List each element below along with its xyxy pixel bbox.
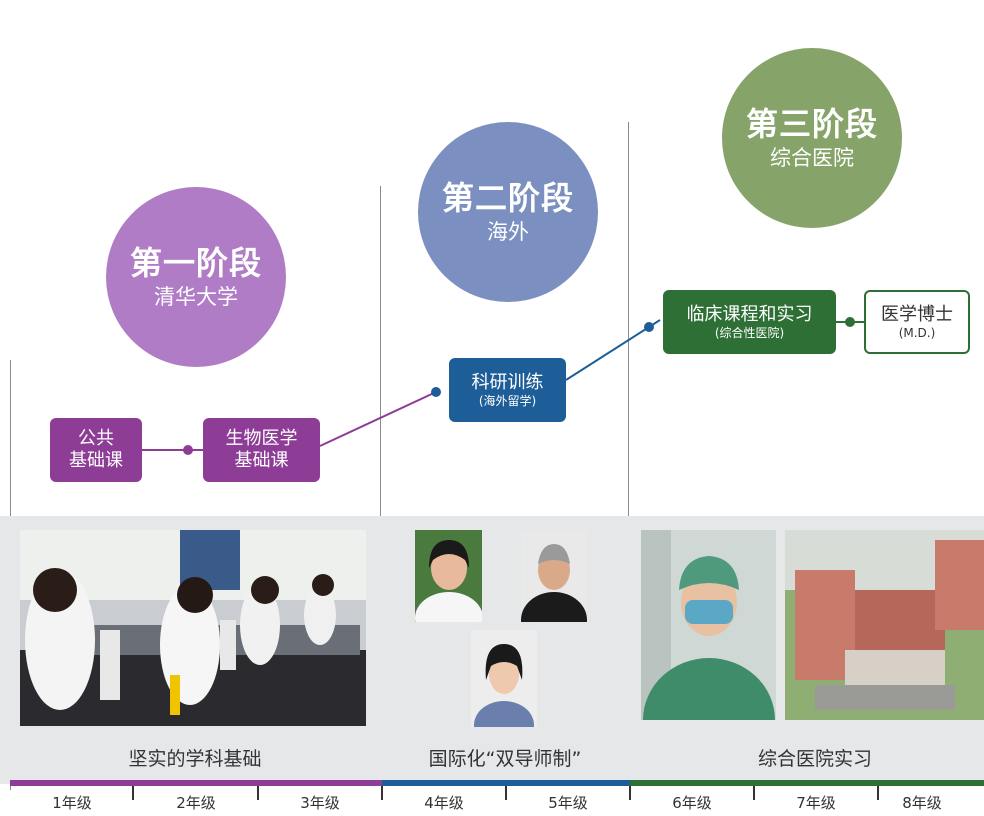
grade-tick	[132, 786, 134, 800]
box-line: 医学博士	[881, 303, 953, 325]
box-line: 生物医学	[225, 428, 298, 449]
stage-3-bar	[630, 780, 984, 786]
stage-3-circle: 第三阶段 综合医院	[722, 48, 902, 228]
grade-label: 4年级	[424, 794, 464, 812]
box-line: 公共	[78, 428, 114, 449]
connector-dot	[431, 387, 441, 397]
student-portrait-photo	[471, 630, 537, 727]
stage-1-subtitle: 清华大学	[154, 285, 238, 309]
stage-1-title: 第一阶段	[129, 244, 262, 282]
grade-label: 7年级	[796, 794, 836, 812]
grade-label: 3年级	[300, 794, 340, 812]
box-note: (综合性医院)	[714, 325, 785, 340]
box-line: 基础课	[234, 450, 289, 471]
box-line: 基础课	[69, 450, 123, 471]
box-line: 科研训练	[471, 371, 544, 393]
grade-tick	[257, 786, 259, 800]
stage-1-circle: 第一阶段 清华大学	[106, 187, 286, 367]
surgeon-photo	[641, 530, 776, 720]
stage-1-bar	[10, 780, 382, 786]
divider-line	[380, 186, 381, 786]
box-note: (M.D.)	[898, 325, 936, 340]
grade-tick	[629, 786, 631, 800]
lab-students-photo	[20, 530, 366, 726]
connector-research-clinical	[565, 319, 661, 381]
grade-label: 2年级	[176, 794, 216, 812]
clinical-course-box: 临床课程和实习 (综合性医院)	[663, 290, 836, 354]
grade-tick	[753, 786, 755, 800]
supervisor-portrait-photo	[521, 530, 587, 622]
grade-tick	[505, 786, 507, 800]
stage-2-subtitle: 海外	[487, 220, 529, 244]
grade-label: 8年级	[902, 794, 942, 812]
supervisor-portrait-photo	[415, 530, 482, 622]
grade-label: 6年级	[672, 794, 712, 812]
stage-2-circle: 第二阶段 海外	[418, 122, 598, 302]
stage-3-title: 第三阶段	[745, 105, 878, 143]
public-basic-course-box: 公共 基础课	[50, 418, 142, 482]
caption-hospital-internship: 综合医院实习	[757, 748, 872, 770]
grade-tick	[381, 786, 383, 800]
caption-foundation: 坚实的学科基础	[128, 748, 262, 770]
connector-biomed-research	[319, 391, 437, 447]
connector-dot	[644, 322, 654, 332]
connector-dot	[183, 445, 193, 455]
stage-2-title: 第二阶段	[441, 179, 574, 217]
divider-line	[628, 122, 629, 786]
stage-3-subtitle: 综合医院	[770, 146, 854, 170]
box-note: (海外留学)	[478, 393, 537, 408]
grade-label: 1年级	[52, 794, 92, 812]
hospital-building-photo	[785, 530, 984, 720]
caption-dual-mentor: 国际化“双导师制”	[428, 748, 582, 770]
research-training-box: 科研训练 (海外留学)	[449, 358, 566, 422]
box-line: 临床课程和实习	[686, 303, 813, 325]
grade-label: 5年级	[548, 794, 588, 812]
md-degree-box: 医学博士 (M.D.)	[864, 290, 970, 354]
connector-dot	[845, 317, 855, 327]
stage-2-bar	[382, 780, 630, 786]
grade-tick	[877, 786, 879, 800]
biomedical-basic-course-box: 生物医学 基础课	[203, 418, 320, 482]
